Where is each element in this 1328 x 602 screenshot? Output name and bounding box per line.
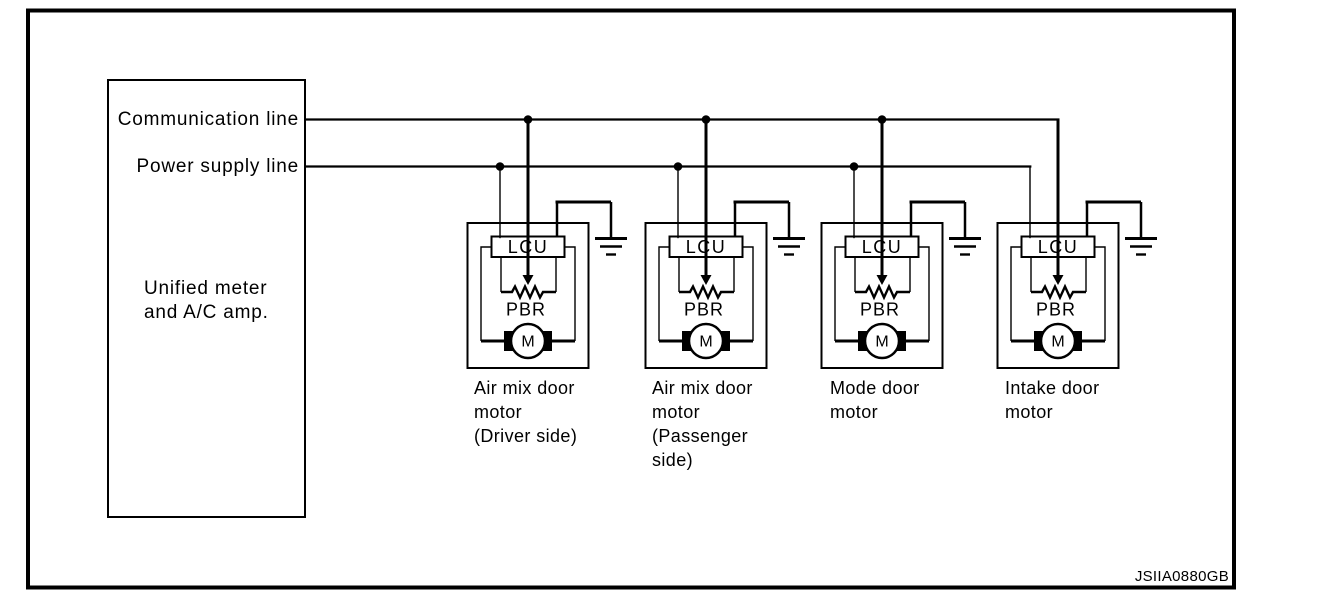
unit-name-line: Air mix door: [652, 378, 753, 398]
junction-dot: [495, 162, 505, 171]
unit-name-line: Air mix door: [474, 378, 575, 398]
pbr-label: PBR: [684, 300, 724, 320]
junction-dot: [877, 115, 887, 124]
junction-dot: [523, 115, 533, 124]
unit-name-line: motor: [830, 402, 878, 422]
controller-box: [107, 79, 306, 518]
junction-dot: [849, 162, 859, 171]
unit-name-line: motor: [474, 402, 522, 422]
pbr-label: PBR: [506, 300, 546, 320]
controller-name-line: and A/C amp.: [144, 302, 269, 323]
lcu-label: LCU: [1038, 237, 1079, 257]
unit-name-line: Intake door: [1005, 378, 1099, 398]
controller-name-line: Unified meter: [144, 278, 267, 299]
lcu-label: LCU: [508, 237, 549, 257]
motor-label: M: [875, 334, 888, 351]
unit-name-line: motor: [1005, 402, 1053, 422]
motor-label: M: [699, 334, 712, 351]
communication-line-label: Communication line: [118, 109, 299, 130]
unit-name-line: side): [652, 450, 693, 470]
motor-unit-air-mix-driver: LCU PBR M Air mix door motor (Driver sid…: [466, 118, 629, 446]
unit-name-line: Mode door: [830, 378, 920, 398]
motor-unit-air-mix-passenger: LCU PBR M Air mix door motor (Passenger …: [644, 118, 807, 470]
junction-dot: [701, 115, 711, 124]
figure-code: JSIIA0880GB: [1135, 568, 1229, 585]
pbr-label: PBR: [860, 300, 900, 320]
unit-name-line: motor: [652, 402, 700, 422]
pbr-label: PBR: [1036, 300, 1076, 320]
junction-dot: [673, 162, 683, 171]
frame-border: [26, 8, 1236, 590]
motor-label: M: [1051, 334, 1064, 351]
motor-unit-mode-door: LCU PBR M Mode door motor: [820, 118, 983, 422]
motor-label: M: [521, 334, 534, 351]
power-supply-line-label: Power supply line: [136, 156, 299, 177]
unit-name-line: (Passenger: [652, 426, 748, 446]
motor-unit-intake-door: LCU PBR M Intake door motor: [996, 118, 1159, 422]
lcu-label: LCU: [686, 237, 727, 257]
lcu-label: LCU: [862, 237, 903, 257]
unit-name-line: (Driver side): [474, 426, 577, 446]
junction-dots: [495, 115, 887, 171]
